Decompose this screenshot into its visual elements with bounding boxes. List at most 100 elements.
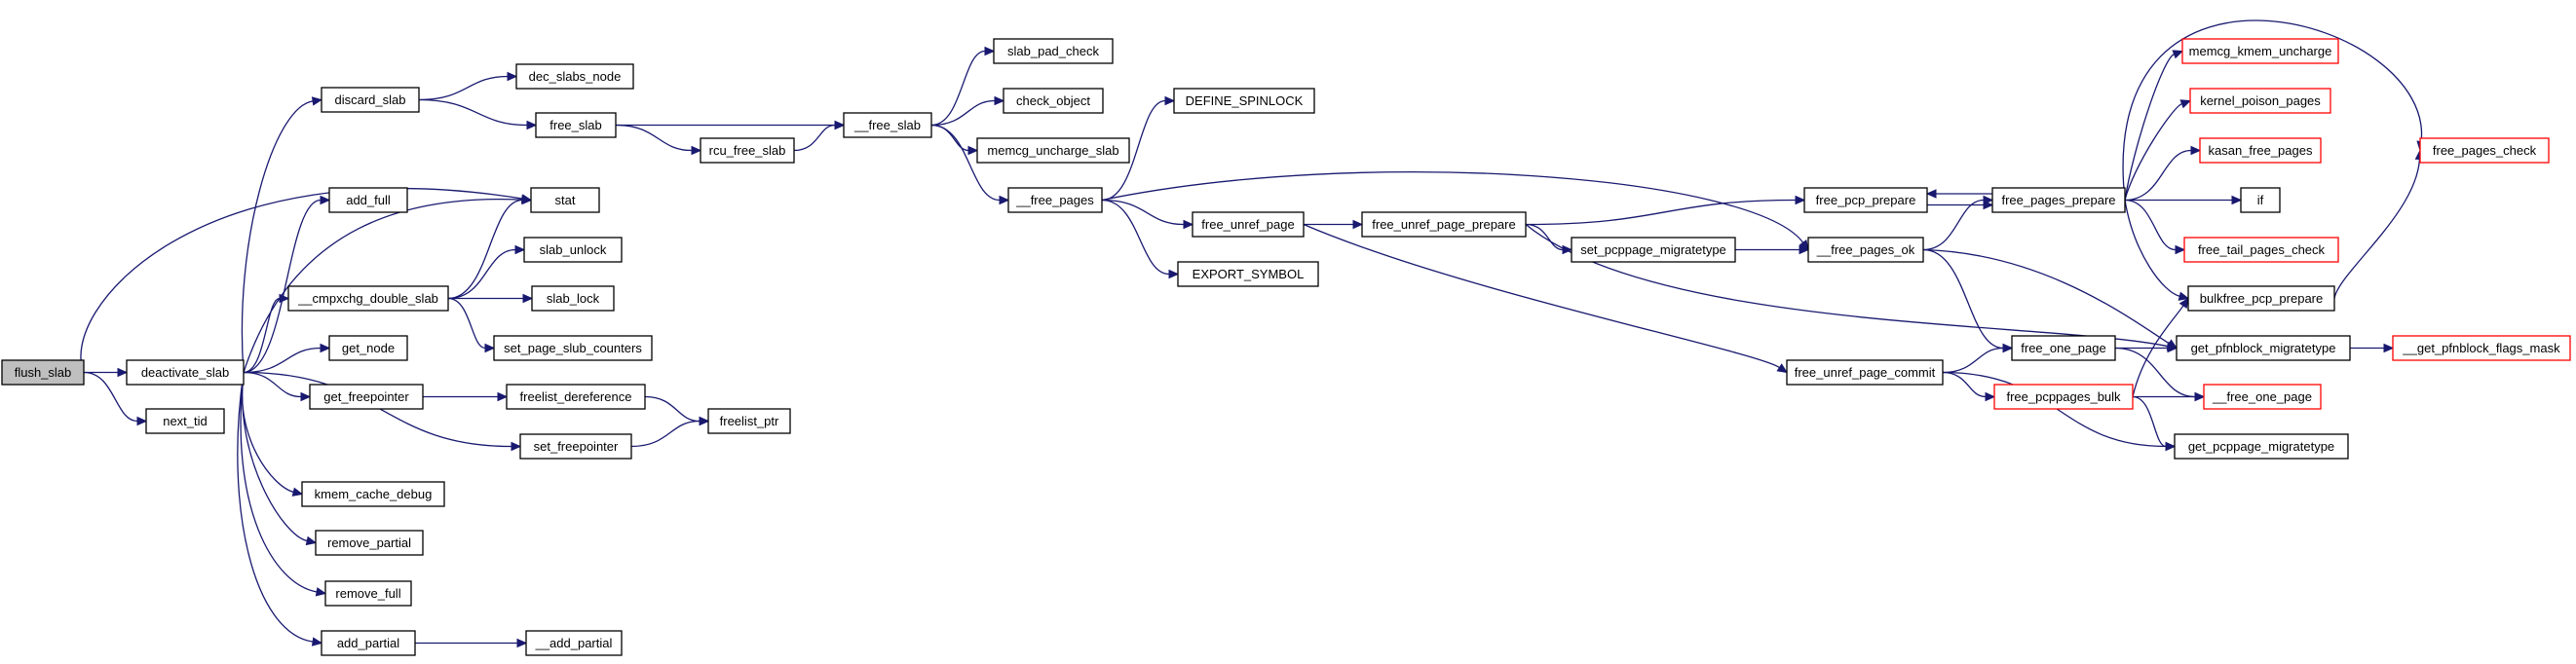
node-box[interactable]	[1003, 88, 1104, 114]
node-box[interactable]	[535, 112, 617, 138]
node-box[interactable]	[993, 38, 1114, 64]
node-box[interactable]	[493, 335, 653, 361]
node-box[interactable]	[2203, 384, 2322, 410]
node-free-one-page[interactable]: free_one_page	[2011, 335, 2116, 361]
node-if[interactable]: if	[2240, 187, 2281, 213]
node-box[interactable]	[287, 285, 449, 312]
node-free-pcp-prepare[interactable]: free_pcp_prepare	[1803, 187, 1928, 213]
node-box[interactable]	[126, 359, 245, 386]
node-box[interactable]	[145, 408, 225, 434]
node-box[interactable]	[2011, 335, 2116, 361]
node-box[interactable]	[321, 630, 416, 656]
node-box[interactable]	[1173, 88, 1315, 114]
node-free-pages-prepare[interactable]: free_pages_prepare	[1991, 187, 2126, 213]
node-box[interactable]	[321, 87, 420, 113]
node-set-page-slub-counters[interactable]: set_page_slub_counters	[493, 335, 653, 361]
node-box[interactable]	[525, 630, 623, 656]
node-box[interactable]	[324, 580, 412, 607]
node-box[interactable]	[530, 187, 600, 213]
node-add-partial2[interactable]: __add_partial	[525, 630, 623, 656]
node-next-tid[interactable]: next_tid	[145, 408, 225, 434]
node-get-pfnblock-migratetype[interactable]: get_pfnblock_migratetype	[2176, 335, 2351, 361]
node-free-pages-ok[interactable]: __free_pages_ok	[1807, 237, 1924, 263]
node-discard-slab[interactable]: discard_slab	[321, 87, 420, 113]
node-free-one-page2[interactable]: __free_one_page	[2203, 384, 2322, 410]
node-kernel-poison-pages[interactable]: kernel_poison_pages	[2189, 88, 2331, 114]
node-bulkfree-pcp-prepare[interactable]: bulkfree_pcp_prepare	[2187, 285, 2335, 312]
node-remove-partial[interactable]: remove_partial	[315, 530, 424, 556]
node-box[interactable]	[2187, 285, 2335, 312]
node-box[interactable]	[707, 408, 791, 434]
node-box[interactable]	[1177, 261, 1319, 287]
node-box[interactable]	[2189, 88, 2331, 114]
node-stat[interactable]: stat	[530, 187, 600, 213]
node-box[interactable]	[1803, 187, 1928, 213]
node-box[interactable]	[506, 384, 646, 410]
node-add-partial[interactable]: add_partial	[321, 630, 416, 656]
node-dec-slabs-node[interactable]: dec_slabs_node	[515, 63, 634, 90]
node-free-pages[interactable]: __free_pages	[1007, 187, 1103, 213]
node-remove-full[interactable]: remove_full	[324, 580, 412, 607]
node-slab-lock[interactable]: slab_lock	[531, 285, 615, 312]
node-get-freepointer[interactable]: get_freepointer	[309, 384, 424, 410]
node-box[interactable]	[1361, 211, 1527, 238]
node-box[interactable]	[1192, 211, 1305, 238]
node-box[interactable]	[328, 187, 408, 213]
node-box[interactable]	[1991, 187, 2126, 213]
node-box[interactable]	[1571, 237, 1736, 263]
node-free-pages-check[interactable]: free_pages_check	[2419, 137, 2550, 164]
node-box[interactable]	[515, 63, 634, 90]
node-get-node[interactable]: get_node	[328, 335, 408, 361]
node-box[interactable]	[976, 137, 1130, 164]
node-box[interactable]	[2181, 38, 2339, 64]
node-box[interactable]	[2174, 433, 2349, 460]
node-box[interactable]	[2419, 137, 2550, 164]
node-set-pcppage-migratetype[interactable]: set_pcppage_migratetype	[1571, 237, 1736, 263]
node-box[interactable]	[531, 285, 615, 312]
node-check-object[interactable]: check_object	[1003, 88, 1104, 114]
node-box[interactable]	[1786, 359, 1944, 386]
node-memcg-uncharge-slab[interactable]: memcg_uncharge_slab	[976, 137, 1130, 164]
node-box[interactable]	[2392, 335, 2571, 361]
node-free-unref-page[interactable]: free_unref_page	[1192, 211, 1305, 238]
node-freelist-ptr[interactable]: freelist_ptr	[707, 408, 791, 434]
node-free-pcppages-bulk[interactable]: free_pcppages_bulk	[1993, 384, 2134, 410]
node-define-spinlock[interactable]: DEFINE_SPINLOCK	[1173, 88, 1315, 114]
node-free-unref-page-prepare[interactable]: free_unref_page_prepare	[1361, 211, 1527, 238]
node-box[interactable]	[328, 335, 408, 361]
node-box[interactable]	[1, 359, 85, 386]
node-rcu-free-slab[interactable]: rcu_free_slab	[700, 137, 795, 164]
node-free-unref-page-commit[interactable]: free_unref_page_commit	[1786, 359, 1944, 386]
node-box[interactable]	[301, 481, 445, 507]
node-box[interactable]	[2240, 187, 2281, 213]
node-deactivate-slab[interactable]: deactivate_slab	[126, 359, 245, 386]
node-box[interactable]	[519, 433, 632, 460]
node-flush-slab[interactable]: flush_slab	[1, 359, 85, 386]
node-slab-pad-check[interactable]: slab_pad_check	[993, 38, 1114, 64]
node-cmpxchg-double-slab[interactable]: __cmpxchg_double_slab	[287, 285, 449, 312]
node-memcg-kmem-uncharge[interactable]: memcg_kmem_uncharge	[2181, 38, 2339, 64]
node-kmem-cache-debug[interactable]: kmem_cache_debug	[301, 481, 445, 507]
node-box[interactable]	[1007, 187, 1103, 213]
node-box[interactable]	[523, 237, 623, 263]
node-get-pcppage-migratetype[interactable]: get_pcppage_migratetype	[2174, 433, 2349, 460]
node-box[interactable]	[700, 137, 795, 164]
node-box[interactable]	[843, 112, 932, 138]
node-box[interactable]	[309, 384, 424, 410]
node-add-full[interactable]: add_full	[328, 187, 408, 213]
node-free-slab2[interactable]: __free_slab	[843, 112, 932, 138]
node-get-pfnblock-flags-mask[interactable]: __get_pfnblock_flags_mask	[2392, 335, 2571, 361]
node-free-slab[interactable]: free_slab	[535, 112, 617, 138]
node-freelist-dereference[interactable]: freelist_dereference	[506, 384, 646, 410]
node-box[interactable]	[2183, 237, 2339, 263]
node-box[interactable]	[2176, 335, 2351, 361]
node-slab-unlock[interactable]: slab_unlock	[523, 237, 623, 263]
node-box[interactable]	[1807, 237, 1924, 263]
node-kasan-free-pages[interactable]: kasan_free_pages	[2199, 137, 2322, 164]
node-export-symbol[interactable]: EXPORT_SYMBOL	[1177, 261, 1319, 287]
node-free-tail-pages-check[interactable]: free_tail_pages_check	[2183, 237, 2339, 263]
node-box[interactable]	[1993, 384, 2134, 410]
node-box[interactable]	[315, 530, 424, 556]
node-set-freepointer[interactable]: set_freepointer	[519, 433, 632, 460]
node-box[interactable]	[2199, 137, 2322, 164]
